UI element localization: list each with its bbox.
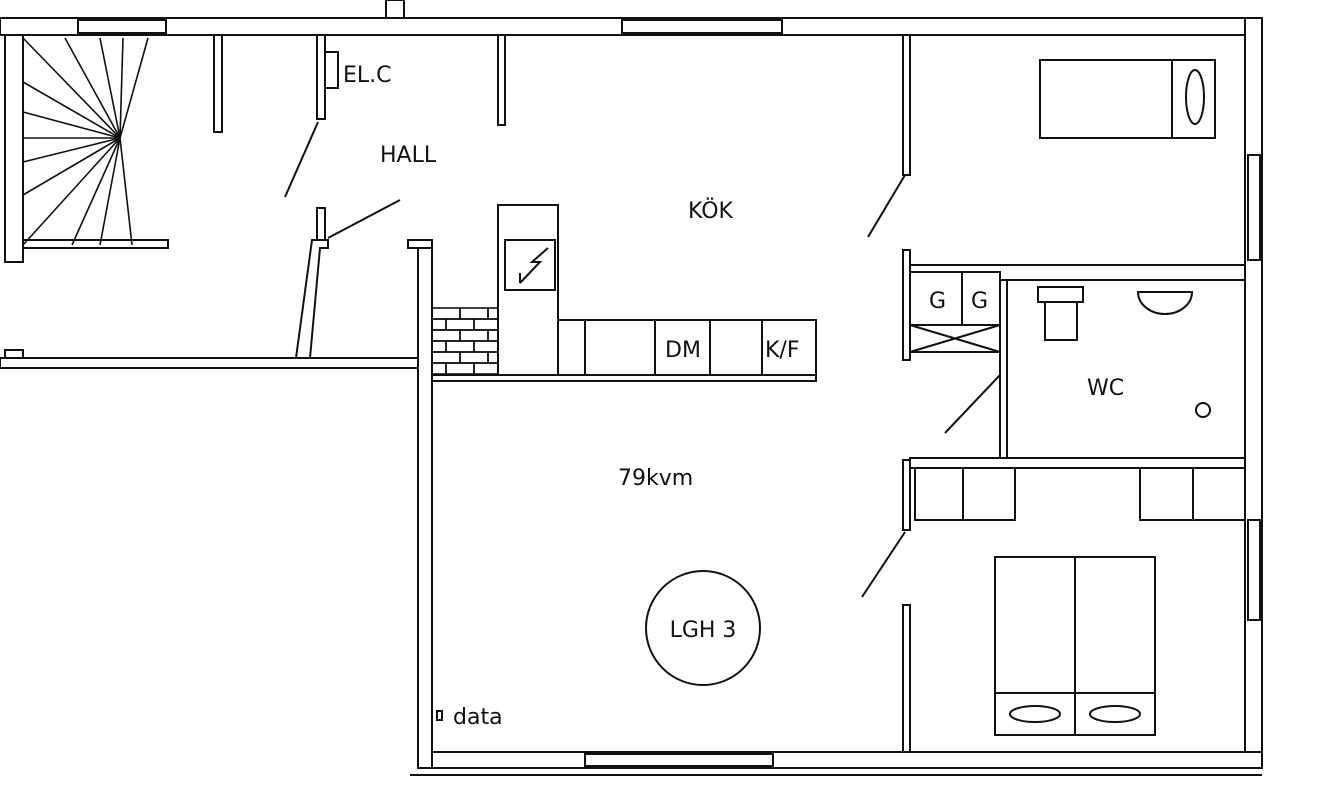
- wc-room: [944, 279, 1211, 461]
- brick: [431, 351, 461, 364]
- bedroom-2: [861, 457, 1246, 753]
- label-area: 79kvm: [618, 466, 693, 491]
- stair-tread: [119, 37, 124, 139]
- label-elc: EL.C: [343, 63, 392, 88]
- closets: [909, 271, 1001, 353]
- brick: [431, 340, 447, 353]
- label-wc: WC: [1087, 376, 1124, 401]
- stair-tread: [22, 137, 121, 196]
- label-kitchen: KÖK: [688, 198, 734, 224]
- data-outlet-icon: [436, 710, 443, 721]
- label-hall: HALL: [380, 143, 437, 168]
- stair-tread: [71, 137, 121, 246]
- stair-tread: [22, 137, 121, 246]
- staircase: [4, 34, 169, 263]
- stair-tread: [64, 37, 121, 139]
- brick: [431, 329, 461, 342]
- hall-walls: [4, 34, 506, 359]
- brick: [445, 318, 475, 331]
- label-data-outlet: data: [453, 705, 503, 730]
- brick: [459, 307, 489, 320]
- stair-tread: [22, 111, 121, 139]
- brick: [445, 340, 475, 353]
- label-closet-1: G: [929, 289, 946, 314]
- stair-tread: [119, 137, 133, 246]
- brick: [431, 362, 447, 375]
- stair-tread: [119, 37, 149, 139]
- brick-chimney: [431, 307, 499, 375]
- brick: [487, 307, 499, 320]
- stair-tread: [22, 137, 121, 163]
- brick: [473, 362, 499, 375]
- brick: [431, 307, 461, 320]
- stair-tread: [22, 81, 121, 139]
- brick: [473, 340, 499, 353]
- exterior-walls: [0, 0, 1263, 776]
- stair-tread: [99, 137, 121, 246]
- stair-tread: [99, 37, 121, 139]
- label-dishwasher: DM: [665, 338, 701, 363]
- label-fridge-freezer: K/F: [765, 338, 800, 363]
- stair-tread: [22, 37, 121, 139]
- apartment-circle: [645, 570, 761, 686]
- kitchen-counter: [431, 204, 817, 382]
- bedroom-1: [867, 34, 1246, 361]
- brick: [459, 329, 489, 342]
- label-closet-2: G: [971, 289, 988, 314]
- brick: [487, 329, 499, 342]
- brick: [431, 318, 447, 331]
- brick: [487, 351, 499, 364]
- label-apartment: LGH 3: [670, 618, 737, 643]
- brick: [445, 362, 475, 375]
- brick: [473, 318, 499, 331]
- brick: [459, 351, 489, 364]
